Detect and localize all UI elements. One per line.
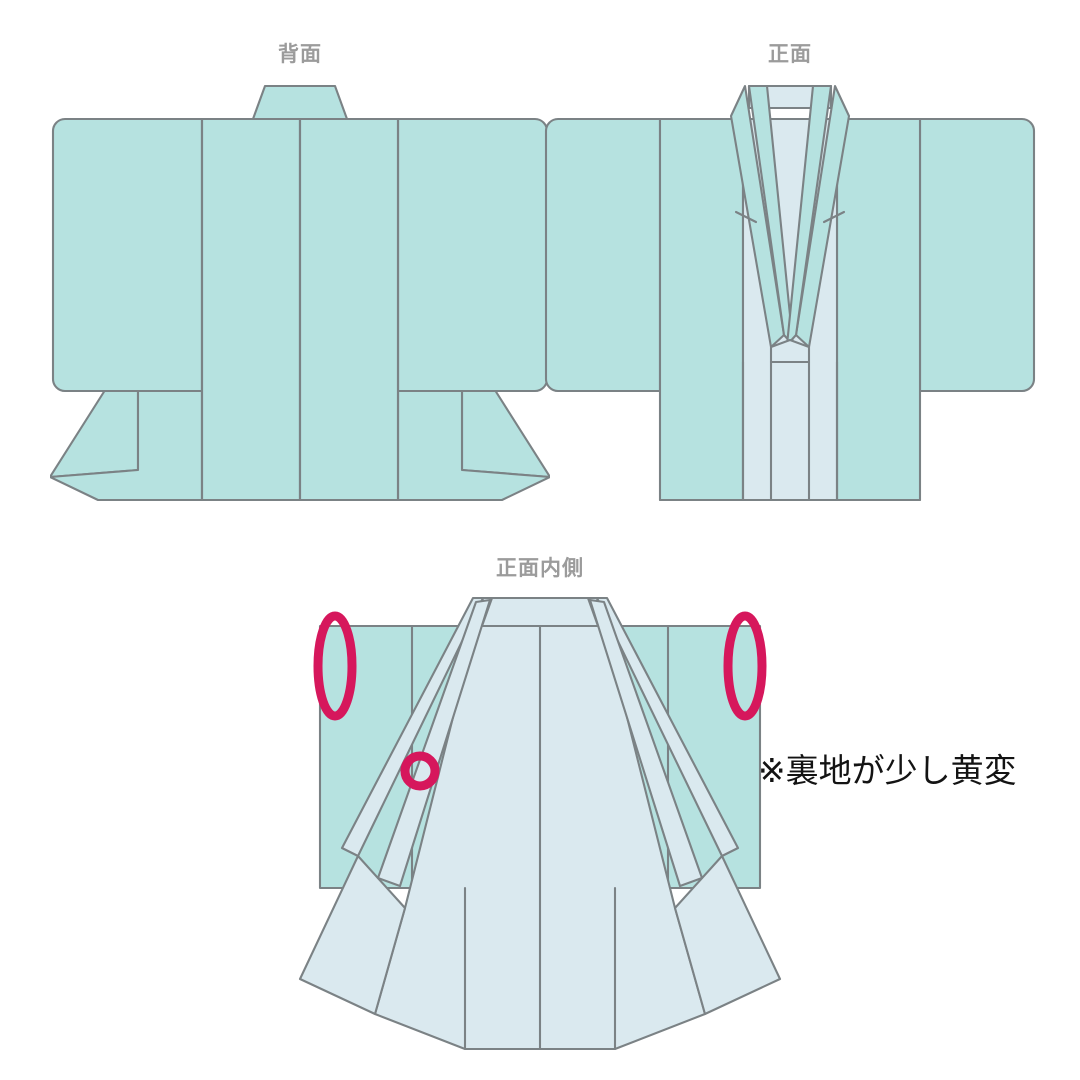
back-right-sleeve xyxy=(396,117,549,393)
lining-discoloration-circle-icon xyxy=(400,751,440,791)
back-neck-collar xyxy=(251,84,349,121)
inside-view-diagram xyxy=(298,596,782,1051)
inside-right-okumi-band xyxy=(588,598,704,888)
back-left-sleeve xyxy=(51,117,204,393)
back-view-diagram xyxy=(50,84,550,502)
back-body-left-panel xyxy=(200,117,302,502)
front-view-diagram xyxy=(544,84,1036,502)
front-right-sleeve xyxy=(918,117,1036,393)
panel-front-label: 正面 xyxy=(768,43,812,66)
right-sleeve-opening-ellipse-icon xyxy=(723,611,767,721)
front-left-sleeve xyxy=(544,117,662,393)
inside-right-collar-band xyxy=(595,596,740,858)
lining-discoloration-note: ※裏地が少し黄変 xyxy=(758,751,1017,790)
front-collar-right-tick xyxy=(822,210,846,224)
panel-inside-view: 正面内側 xyxy=(280,552,800,1062)
front-collar-point-lining xyxy=(769,338,811,364)
inside-left-okumi-band xyxy=(376,598,492,888)
back-body-right-panel xyxy=(298,117,400,502)
panel-front-view: 正面 xyxy=(540,38,1040,538)
left-sleeve-opening-ellipse-icon xyxy=(313,611,357,721)
panel-back-label: 背面 xyxy=(278,43,322,66)
back-right-outer-skirt xyxy=(460,385,550,479)
inside-left-skirt-wedge xyxy=(298,854,407,1016)
inside-right-skirt-wedge xyxy=(673,854,782,1016)
front-left-body-panel xyxy=(658,117,745,502)
inside-left-collar-band xyxy=(340,596,485,858)
front-collar-left-tick xyxy=(734,210,758,224)
back-left-outer-skirt xyxy=(50,385,140,479)
front-right-body-panel xyxy=(835,117,922,502)
panel-inside-label: 正面内側 xyxy=(496,557,584,580)
panel-back-view: 背面 xyxy=(50,38,550,538)
inside-neck-tab xyxy=(480,596,600,628)
